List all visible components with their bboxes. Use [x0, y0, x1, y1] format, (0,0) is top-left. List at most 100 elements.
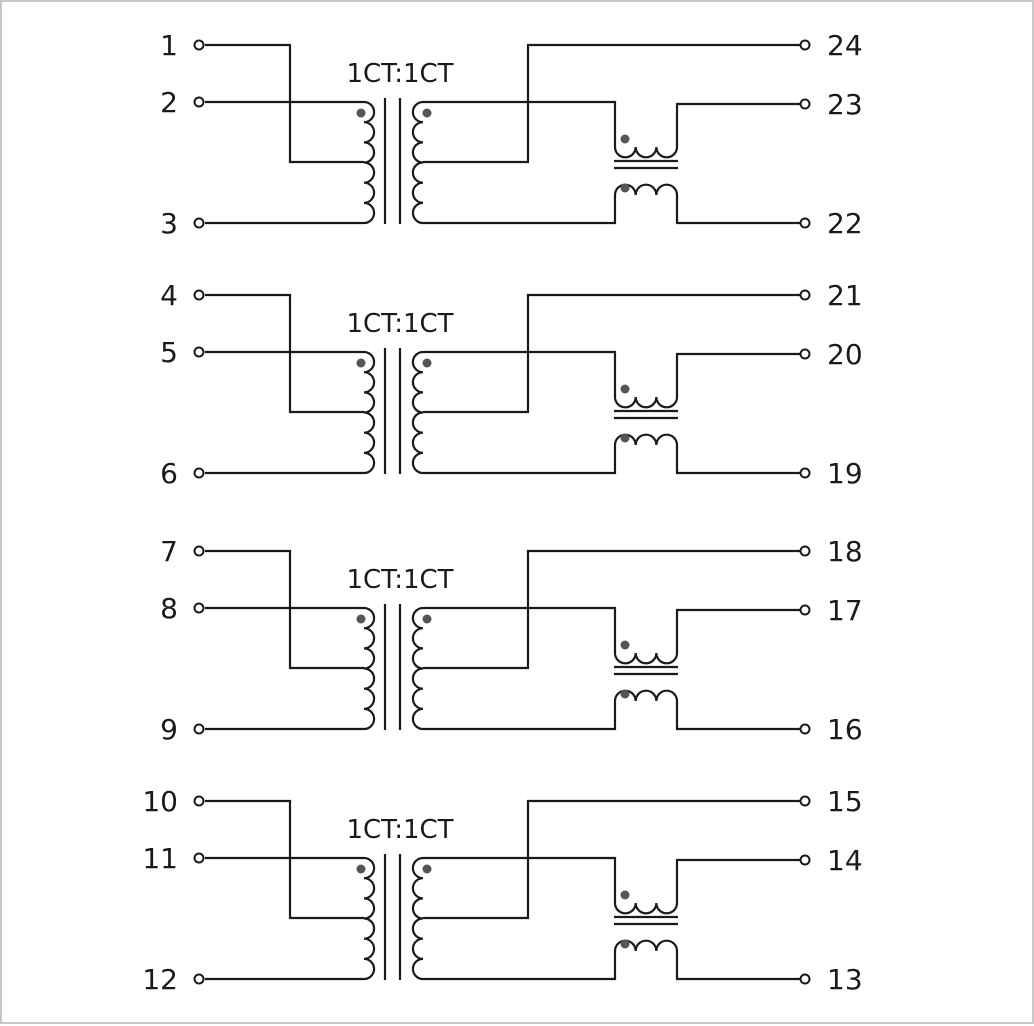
pin-label: 11	[142, 842, 178, 875]
terminal-pin	[799, 98, 811, 110]
terminal-pin	[799, 973, 811, 985]
terminal-pin	[799, 723, 811, 735]
choke-bottom-wire	[675, 951, 802, 981]
polarity-dot	[620, 384, 630, 394]
turns-ratio-label: 1CT:1CT	[346, 815, 453, 845]
secondary-center-tap-wire	[423, 549, 802, 670]
pin-label: 21	[827, 279, 863, 312]
pin-label: 14	[827, 844, 863, 877]
primary-center-tap-wire	[205, 549, 364, 670]
primary-center-tap-wire	[205, 293, 364, 414]
polarity-dot	[422, 614, 432, 624]
pin-label: 9	[160, 713, 178, 746]
polarity-dot	[620, 183, 630, 193]
choke-top-wire	[675, 352, 802, 397]
pin-label: 17	[827, 594, 863, 627]
pin-label: 19	[827, 457, 863, 490]
terminal-pin	[193, 852, 205, 864]
terminal-pin	[193, 217, 205, 229]
primary-center-tap-wire	[205, 799, 364, 920]
polarity-dot	[620, 134, 630, 144]
secondary-winding	[411, 100, 424, 225]
pin-label: 2	[160, 86, 178, 119]
secondary-top-wire	[423, 100, 617, 147]
pin-label: 12	[142, 963, 178, 996]
secondary-center-tap-wire	[423, 43, 802, 164]
terminal-pin	[799, 39, 811, 51]
secondary-center-tap-wire	[423, 293, 802, 414]
turns-ratio-label: 1CT:1CT	[346, 309, 453, 339]
polarity-dot	[356, 614, 366, 624]
pin-label: 4	[160, 279, 178, 312]
terminal-pin	[193, 39, 205, 51]
terminal-pin	[799, 289, 811, 301]
terminal-pin	[193, 289, 205, 301]
polarity-dot	[422, 358, 432, 368]
pin-label: 1	[160, 29, 178, 62]
transformer-core	[383, 604, 402, 730]
turns-ratio-label: 1CT:1CT	[346, 59, 453, 89]
terminal-pin	[799, 545, 811, 557]
pin-label: 13	[827, 963, 863, 996]
polarity-dot	[620, 890, 630, 900]
pin-label: 16	[827, 713, 863, 746]
pin-label: 8	[160, 592, 178, 625]
primary-winding	[363, 856, 376, 981]
primary-winding	[363, 350, 376, 475]
choke-bottom-wire	[675, 195, 802, 225]
choke-core	[614, 159, 678, 170]
secondary-winding	[411, 856, 424, 981]
choke-top-wire	[675, 102, 802, 147]
secondary-top-wire	[423, 856, 617, 903]
pin-label: 24	[827, 29, 863, 62]
secondary-bottom-wire	[423, 195, 617, 225]
polarity-dot	[356, 358, 366, 368]
terminal-pin	[193, 723, 205, 735]
transformer-core	[383, 854, 402, 980]
choke-bottom-wire	[675, 701, 802, 731]
choke-core	[614, 665, 678, 676]
terminal-pin	[193, 545, 205, 557]
turns-ratio-label: 1CT:1CT	[346, 565, 453, 595]
polarity-dot	[422, 864, 432, 874]
secondary-winding	[411, 606, 424, 731]
choke-top-winding	[613, 146, 679, 159]
choke-top-wire	[675, 858, 802, 903]
choke-bottom-wire	[675, 445, 802, 475]
choke-top-winding	[613, 396, 679, 409]
choke-core	[614, 915, 678, 926]
polarity-dot	[620, 433, 630, 443]
polarity-dot	[422, 108, 432, 118]
terminal-pin	[193, 96, 205, 108]
secondary-top-wire	[423, 606, 617, 653]
secondary-bottom-wire	[423, 445, 617, 475]
polarity-dot	[356, 864, 366, 874]
pin-label: 20	[827, 338, 863, 371]
terminal-pin	[799, 217, 811, 229]
terminal-pin	[799, 348, 811, 360]
pin-label: 22	[827, 207, 863, 240]
choke-top-wire	[675, 608, 802, 653]
choke-core	[614, 409, 678, 420]
terminal-pin	[799, 604, 811, 616]
terminal-pin	[799, 467, 811, 479]
secondary-center-tap-wire	[423, 799, 802, 920]
secondary-winding	[411, 350, 424, 475]
choke-top-winding	[613, 652, 679, 665]
pin-label: 10	[142, 785, 178, 818]
terminal-pin	[799, 795, 811, 807]
pin-label: 3	[160, 207, 178, 240]
terminal-pin	[193, 602, 205, 614]
secondary-bottom-wire	[423, 701, 617, 731]
terminal-pin	[193, 346, 205, 358]
polarity-dot	[620, 640, 630, 650]
terminal-pin	[193, 973, 205, 985]
choke-top-winding	[613, 902, 679, 915]
pin-label: 23	[827, 88, 863, 121]
